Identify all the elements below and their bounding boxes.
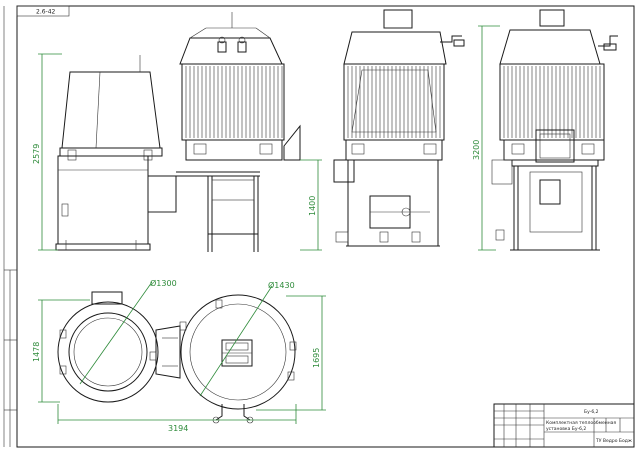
fin-lines-b — [347, 66, 441, 138]
dim-plan-width: 3194 — [168, 424, 188, 433]
side-view-left — [55, 55, 260, 252]
dimensions: 2579 1400 3200 Ø1300 Ø1430 1478 1695 319… — [32, 25, 500, 433]
dim-plan-depth-left: 1478 — [32, 342, 41, 362]
title-line-2: установка Бу-6,2 — [546, 426, 586, 432]
dim-height-left: 2579 — [32, 144, 41, 164]
material-note: ТУ Ведро Бодж — [595, 438, 632, 444]
middle-elevation — [333, 9, 465, 247]
dim-plan-depth-right: 1695 — [312, 348, 321, 368]
corner-tag-box — [16, 5, 70, 17]
fin-lines-a — [185, 66, 283, 138]
dim-height-mid: 1400 — [308, 196, 317, 216]
corner-tag: 2.6-42 — [36, 9, 56, 16]
plan-view — [57, 291, 297, 424]
front-view-fins — [179, 12, 301, 161]
right-elevation — [491, 9, 618, 251]
sheet-frame — [16, 5, 635, 448]
dim-dia-large: Ø1430 — [268, 280, 295, 290]
dim-height-right: 3200 — [472, 140, 481, 160]
dim-dia-small: Ø1300 — [150, 278, 177, 288]
title-block: Бу-6,2 Комплектная теплообменная установ… — [493, 403, 635, 448]
designation: Бу-6,2 — [584, 409, 599, 415]
title-line-1: Комплектная теплообменная — [546, 420, 616, 426]
fin-lines-c — [503, 66, 601, 138]
